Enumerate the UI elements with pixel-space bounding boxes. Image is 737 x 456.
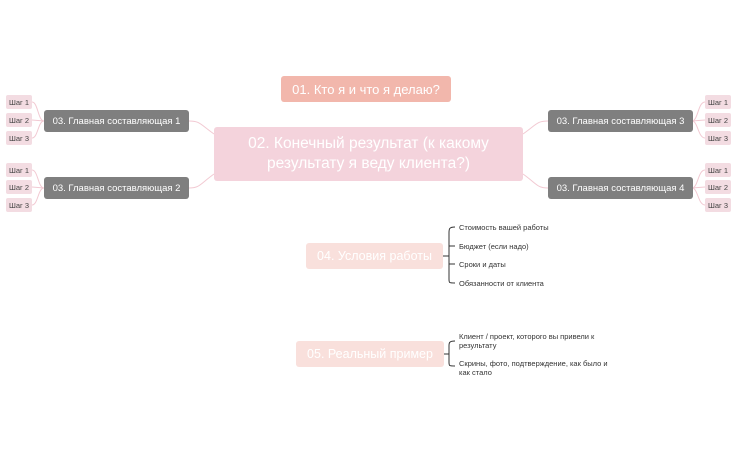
step-node-b3-2[interactable]: Шаг 2	[705, 113, 731, 127]
step-node-b4-3[interactable]: Шаг 3	[705, 198, 731, 212]
connector-central-branch-2	[188, 173, 215, 189]
node-main-component-1[interactable]: 03. Главная составляющая 1	[44, 110, 189, 132]
node-work-conditions[interactable]: 04. Условия работы	[306, 243, 443, 269]
condition-note-obligations[interactable]: Обязанности от клиента	[459, 279, 544, 288]
step-node-b1-1[interactable]: Шаг 1	[6, 95, 32, 109]
connector-central-branch-4	[522, 173, 549, 189]
condition-note-price[interactable]: Стоимость вашей работы	[459, 223, 549, 232]
condition-note-budget[interactable]: Бюджет (если надо)	[459, 242, 529, 251]
node-central-result[interactable]: 02. Конечный результат (к какому результ…	[214, 127, 523, 181]
step-node-b4-2[interactable]: Шаг 2	[705, 180, 731, 194]
connector-branch2-step1	[31, 169, 45, 189]
connector-branch4-step3	[691, 187, 706, 206]
step-node-b2-1[interactable]: Шаг 1	[6, 163, 32, 177]
connector-branch2-step2	[31, 186, 45, 189]
condition-note-deadlines[interactable]: Сроки и даты	[459, 260, 506, 269]
connector-branch3-step2	[691, 119, 706, 122]
connector-branch1-step2	[31, 119, 45, 122]
step-node-b4-1[interactable]: Шаг 1	[705, 163, 731, 177]
node-main-component-4[interactable]: 03. Главная составляющая 4	[548, 177, 693, 199]
connector-branch1-step3	[31, 120, 45, 139]
connector-branch1-step1	[31, 101, 45, 122]
node-main-component-3[interactable]: 03. Главная составляющая 3	[548, 110, 693, 132]
step-node-b1-2[interactable]: Шаг 2	[6, 113, 32, 127]
example-bracket	[444, 340, 456, 367]
step-node-b1-3[interactable]: Шаг 3	[6, 131, 32, 145]
connector-branch4-step2	[691, 186, 706, 189]
node-who-am-i[interactable]: 01. Кто я и что я делаю?	[281, 76, 451, 102]
connector-branch3-step3	[691, 120, 706, 139]
node-main-component-2[interactable]: 03. Главная составляющая 2	[44, 177, 189, 199]
step-node-b3-3[interactable]: Шаг 3	[705, 131, 731, 145]
connector-branch4-step1	[691, 169, 706, 189]
connector-central-branch-3	[522, 120, 549, 135]
example-note-client[interactable]: Клиент / проект, которого вы привели к р…	[459, 332, 595, 350]
step-node-b3-1[interactable]: Шаг 1	[705, 95, 731, 109]
connector-branch2-step3	[31, 187, 45, 206]
example-note-screens[interactable]: Скрины, фото, подтверждение, как было и …	[459, 359, 608, 377]
step-node-b2-3[interactable]: Шаг 3	[6, 198, 32, 212]
connector-branch3-step1	[691, 101, 706, 122]
conditions-bracket	[443, 226, 456, 284]
connector-central-branch-1	[188, 120, 215, 135]
step-node-b2-2[interactable]: Шаг 2	[6, 180, 32, 194]
node-real-example[interactable]: 05. Реальный пример	[296, 341, 444, 367]
